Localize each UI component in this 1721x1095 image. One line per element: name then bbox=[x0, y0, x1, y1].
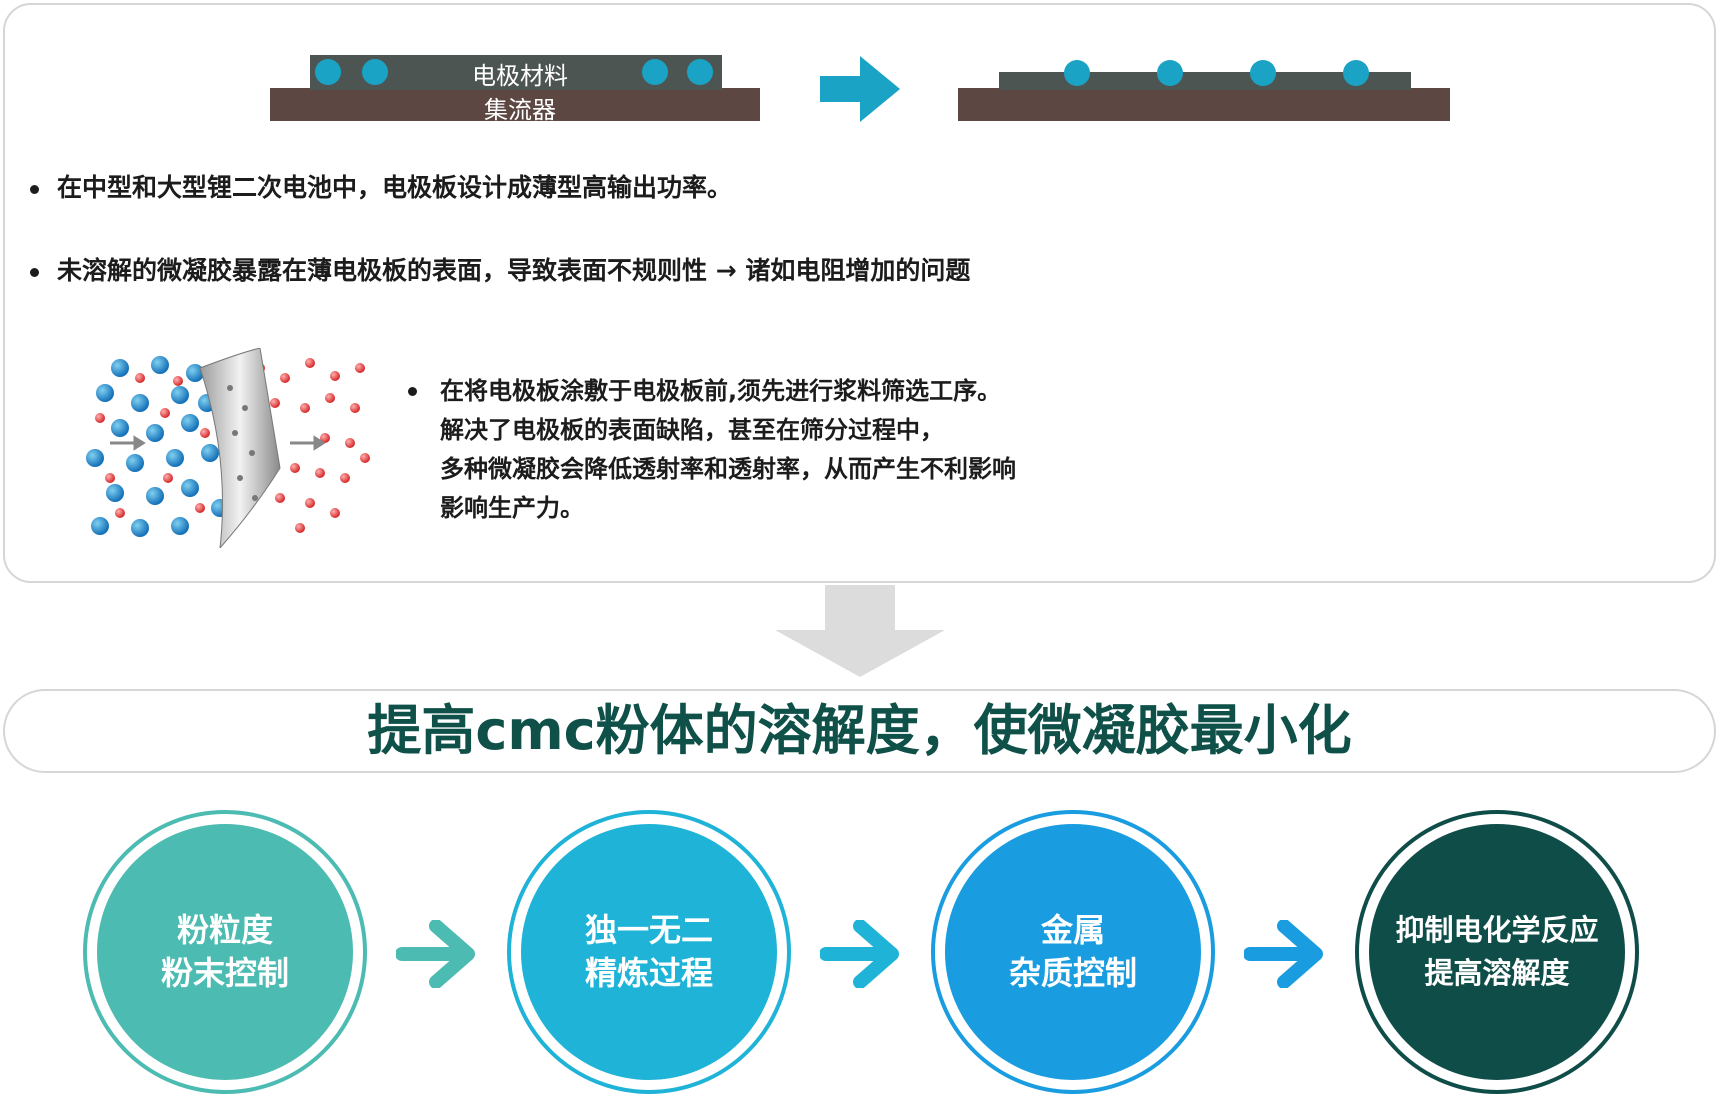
bullet-microgel-problem: 未溶解的微凝胶暴露在薄电极板的表面，导致表面不规则性 → 诸如电阻增加的问题 bbox=[30, 251, 970, 287]
microgel-particle bbox=[687, 59, 713, 85]
flow-arrows bbox=[110, 435, 326, 451]
chevron-arrow-icon bbox=[820, 920, 899, 988]
step-title: 金属 bbox=[1040, 911, 1105, 949]
filter-text-line: 在将电极板涂敷于电极板前,须先进行浆料筛选工序。 bbox=[440, 377, 1002, 405]
right-arrow-icon bbox=[820, 56, 900, 122]
step-title: 粉粒度 bbox=[176, 911, 273, 949]
step-particle-size-control: 粉粒度 粉末控制 bbox=[83, 810, 367, 1094]
bullet-text: 未溶解的微凝胶暴露在薄电极板的表面，导致表面不规则性 → 诸如电阻增加的问题 bbox=[57, 256, 971, 285]
step-subtitle: 粉末控制 bbox=[160, 954, 289, 992]
microgel-particle bbox=[362, 59, 388, 85]
bullet-dot-icon bbox=[408, 387, 417, 396]
chevron-arrow-icon bbox=[396, 920, 475, 988]
electrode-material-label: 电极材料 bbox=[472, 62, 568, 90]
step-subtitle: 提高溶解度 bbox=[1424, 956, 1570, 990]
microgel-particle bbox=[1064, 60, 1090, 86]
bullet-dot-icon bbox=[30, 184, 39, 194]
microgel-particle bbox=[1250, 60, 1276, 86]
microgel-particle bbox=[1157, 60, 1183, 86]
filter-description: 在将电极板涂敷于电极板前,须先进行浆料筛选工序。 解决了电极板的表面缺陷，甚至在… bbox=[408, 372, 1016, 528]
headline-box: 提高cmc粉体的溶解度，使微凝胶最小化 bbox=[3, 689, 1716, 773]
microgel-particle bbox=[315, 59, 341, 85]
filter-text-line: 影响生产力。 bbox=[440, 494, 584, 522]
step-subtitle: 精炼过程 bbox=[584, 954, 713, 992]
bullet-text: 在中型和大型锂二次电池中，电极板设计成薄型高输出功率。 bbox=[57, 173, 733, 202]
microgel-particle bbox=[1343, 60, 1369, 86]
step-title: 抑制电化学反应 bbox=[1395, 913, 1599, 947]
slurry-filter-illustration bbox=[86, 348, 370, 548]
current-collector-before bbox=[270, 88, 760, 121]
current-collector-after bbox=[958, 88, 1450, 121]
microgel-particle bbox=[642, 59, 668, 85]
current-collector-label: 集流器 bbox=[484, 96, 556, 124]
electrode-material-after bbox=[999, 72, 1411, 90]
step-electrochemical-suppression: 抑制电化学反应 提高溶解度 bbox=[1355, 810, 1639, 1094]
large-particles bbox=[86, 356, 229, 537]
filter-text-line: 多种微凝胶会降低透射率和透射率，从而产生不利影响 bbox=[440, 455, 1016, 483]
down-arrow-icon bbox=[775, 585, 945, 677]
chevron-arrow-icon bbox=[1244, 920, 1323, 988]
bullet-dot-icon bbox=[30, 267, 39, 277]
step-unique-refining: 独一无二 精炼过程 bbox=[507, 810, 791, 1094]
step-metal-impurity-control: 金属 杂质控制 bbox=[931, 810, 1215, 1094]
electrode-material-before bbox=[310, 55, 722, 90]
filter-text-line: 解决了电极板的表面缺陷，甚至在筛分过程中， bbox=[440, 416, 944, 444]
headline-text: 提高cmc粉体的溶解度，使微凝胶最小化 bbox=[367, 699, 1352, 762]
step-title: 独一无二 bbox=[584, 911, 713, 949]
bullet-thin-electrode: 在中型和大型锂二次电池中，电极板设计成薄型高输出功率。 bbox=[30, 168, 732, 204]
step-subtitle: 杂质控制 bbox=[1008, 954, 1137, 992]
filter-mesh bbox=[199, 348, 281, 548]
